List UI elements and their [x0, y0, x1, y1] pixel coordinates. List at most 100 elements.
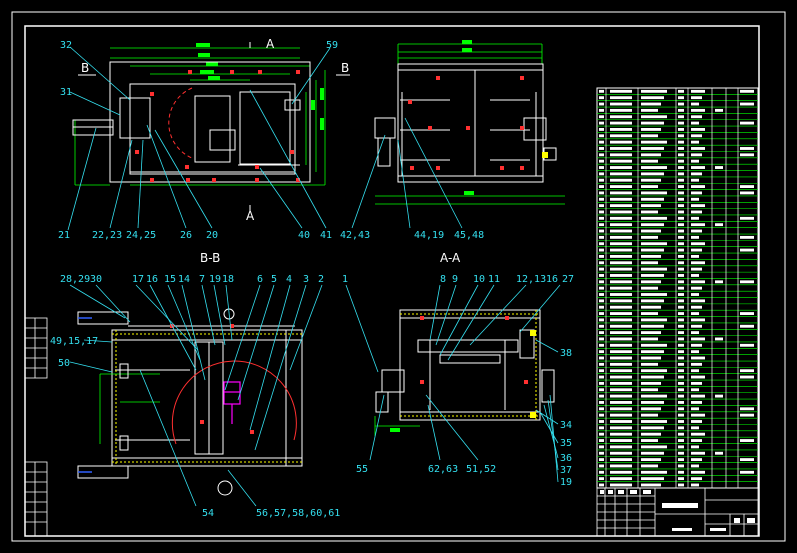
bom-cell-mark [691, 89, 705, 93]
title-block [596, 487, 759, 537]
callout-11: 11 [488, 274, 500, 285]
bom-cell-mark [599, 375, 604, 379]
bom-cell-mark [691, 191, 702, 195]
bom-cell-mark [599, 381, 604, 385]
bom-cell-mark [610, 483, 632, 487]
bom-cell-mark [599, 464, 604, 468]
bom-cell-mark [641, 293, 667, 296]
bom-cell-mark [641, 305, 661, 309]
bom-cell-mark [678, 229, 684, 233]
bom-cell-mark [610, 451, 632, 455]
bom-cell-mark [678, 362, 684, 366]
bom-cell-mark [740, 191, 754, 195]
bom-cell-mark [599, 413, 604, 417]
bom-cell-mark [641, 134, 658, 138]
bom-cell-mark [678, 439, 684, 442]
bom-cell-mark [610, 458, 632, 462]
bom-cell-mark [599, 185, 604, 188]
bom-cell-mark [678, 89, 684, 93]
callout-36: 36 [560, 453, 572, 464]
bom-cell-mark [740, 413, 754, 417]
bom-cell-mark [599, 242, 604, 246]
bom-cell-mark [599, 178, 604, 182]
bom-cell-mark [641, 324, 664, 328]
bom-cell-mark [599, 470, 604, 474]
bom-cell-mark [641, 439, 658, 442]
bom-cell-mark [740, 185, 754, 188]
bom-cell-mark [610, 375, 632, 379]
title-section-bb: B-B [200, 251, 220, 265]
callout-40: 40 [298, 230, 310, 241]
bom-cell-mark [641, 96, 664, 100]
callout-38: 38 [560, 348, 572, 359]
bom-cell-mark [740, 407, 754, 411]
bom-cell-mark [740, 324, 754, 328]
bom-cell-mark [610, 89, 632, 93]
bom-cell-mark [599, 356, 604, 360]
bom-cell-mark [610, 274, 632, 277]
bom-cell-mark [610, 305, 632, 309]
bom-cell-mark [691, 293, 699, 296]
bom-cell-mark [599, 159, 604, 163]
bom-cell-mark [610, 394, 632, 398]
callout-54: 54 [202, 508, 214, 519]
bom-cell-mark [715, 223, 723, 227]
bom-cell-mark [610, 242, 632, 246]
bom-cell-mark [599, 229, 604, 233]
callout-15: 15 [164, 274, 176, 285]
bom-cell-mark [678, 267, 684, 271]
callout-59: 59 [326, 40, 338, 51]
bom-cell-mark [691, 210, 702, 214]
bom-cell-mark [641, 274, 664, 277]
bom-cell-mark [610, 343, 632, 347]
bom-cell-mark [691, 204, 705, 208]
title-block-marks [600, 490, 755, 531]
bom-cell-mark [691, 115, 702, 119]
marker-a-top: A [266, 37, 275, 51]
bom-cell-mark [610, 172, 632, 176]
bom-cell-mark [610, 426, 632, 430]
bom-cell-mark [641, 343, 667, 347]
bom-cell-mark [691, 362, 702, 366]
bom-cell-mark [641, 210, 658, 214]
callout-56-57-58-60-61: 56,57,58,60,61 [256, 508, 340, 519]
bom-cell-mark [678, 210, 684, 214]
bom-cell-mark [691, 242, 705, 246]
bom-cell-mark [599, 439, 604, 442]
bom-cell-mark [691, 102, 699, 106]
bom-cell-mark [599, 407, 604, 411]
bom-cell-mark [691, 432, 705, 436]
bom-cell-mark [641, 140, 667, 144]
bom-cell-mark [691, 407, 699, 411]
bom-cell-mark [678, 153, 684, 157]
bom-cell-mark [691, 172, 702, 176]
bom-cell-mark [678, 286, 684, 290]
bom-cell-mark [678, 261, 684, 265]
bom-cell-mark [691, 331, 699, 335]
bom-cell-mark [641, 191, 667, 195]
bom-cell-mark [678, 477, 684, 481]
callout-55: 55 [356, 464, 368, 475]
bom-cell-mark [691, 394, 705, 398]
bom-cell-mark [740, 458, 754, 462]
bom-cell-mark [641, 388, 658, 392]
bom-cell-mark [691, 369, 699, 373]
bom-cell-mark [678, 115, 684, 119]
bom-cell-mark [691, 324, 702, 328]
bom-cell-mark [610, 432, 632, 436]
bom-cell-mark [641, 159, 658, 163]
bom-cell-mark [678, 128, 684, 131]
bom-cell-mark [691, 350, 699, 354]
bom-cell-mark [641, 458, 661, 462]
bom-cell-mark [599, 248, 604, 252]
bom-cell-mark [599, 299, 604, 303]
callout-34: 34 [560, 420, 572, 431]
bom-cell-mark [740, 147, 754, 150]
callout-4: 4 [286, 274, 292, 285]
bom-cell-mark [691, 381, 702, 385]
bom-cell-mark [599, 483, 604, 487]
bom-cell-mark [715, 337, 723, 341]
bom-cell-mark [610, 445, 632, 449]
bom-cell-mark [691, 439, 702, 442]
bom-cell-mark [678, 305, 684, 309]
